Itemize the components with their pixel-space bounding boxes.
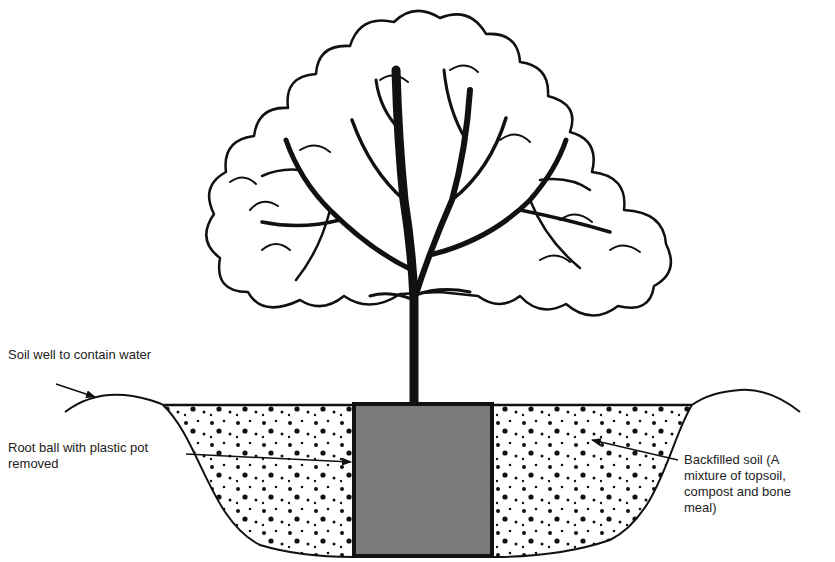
tree-canopy (206, 11, 671, 316)
backfilled-soil (163, 405, 692, 557)
tree-branches (262, 70, 610, 405)
root-ball (354, 404, 492, 556)
callout-label: Root ball with plastic pot removed (8, 440, 180, 472)
leader-arrows (56, 384, 678, 462)
callout-label: Soil well to contain water (8, 347, 158, 363)
callout-label: Backfilled soil (A mixture of topsoil, c… (684, 452, 824, 516)
leaf-lobes (230, 65, 640, 262)
